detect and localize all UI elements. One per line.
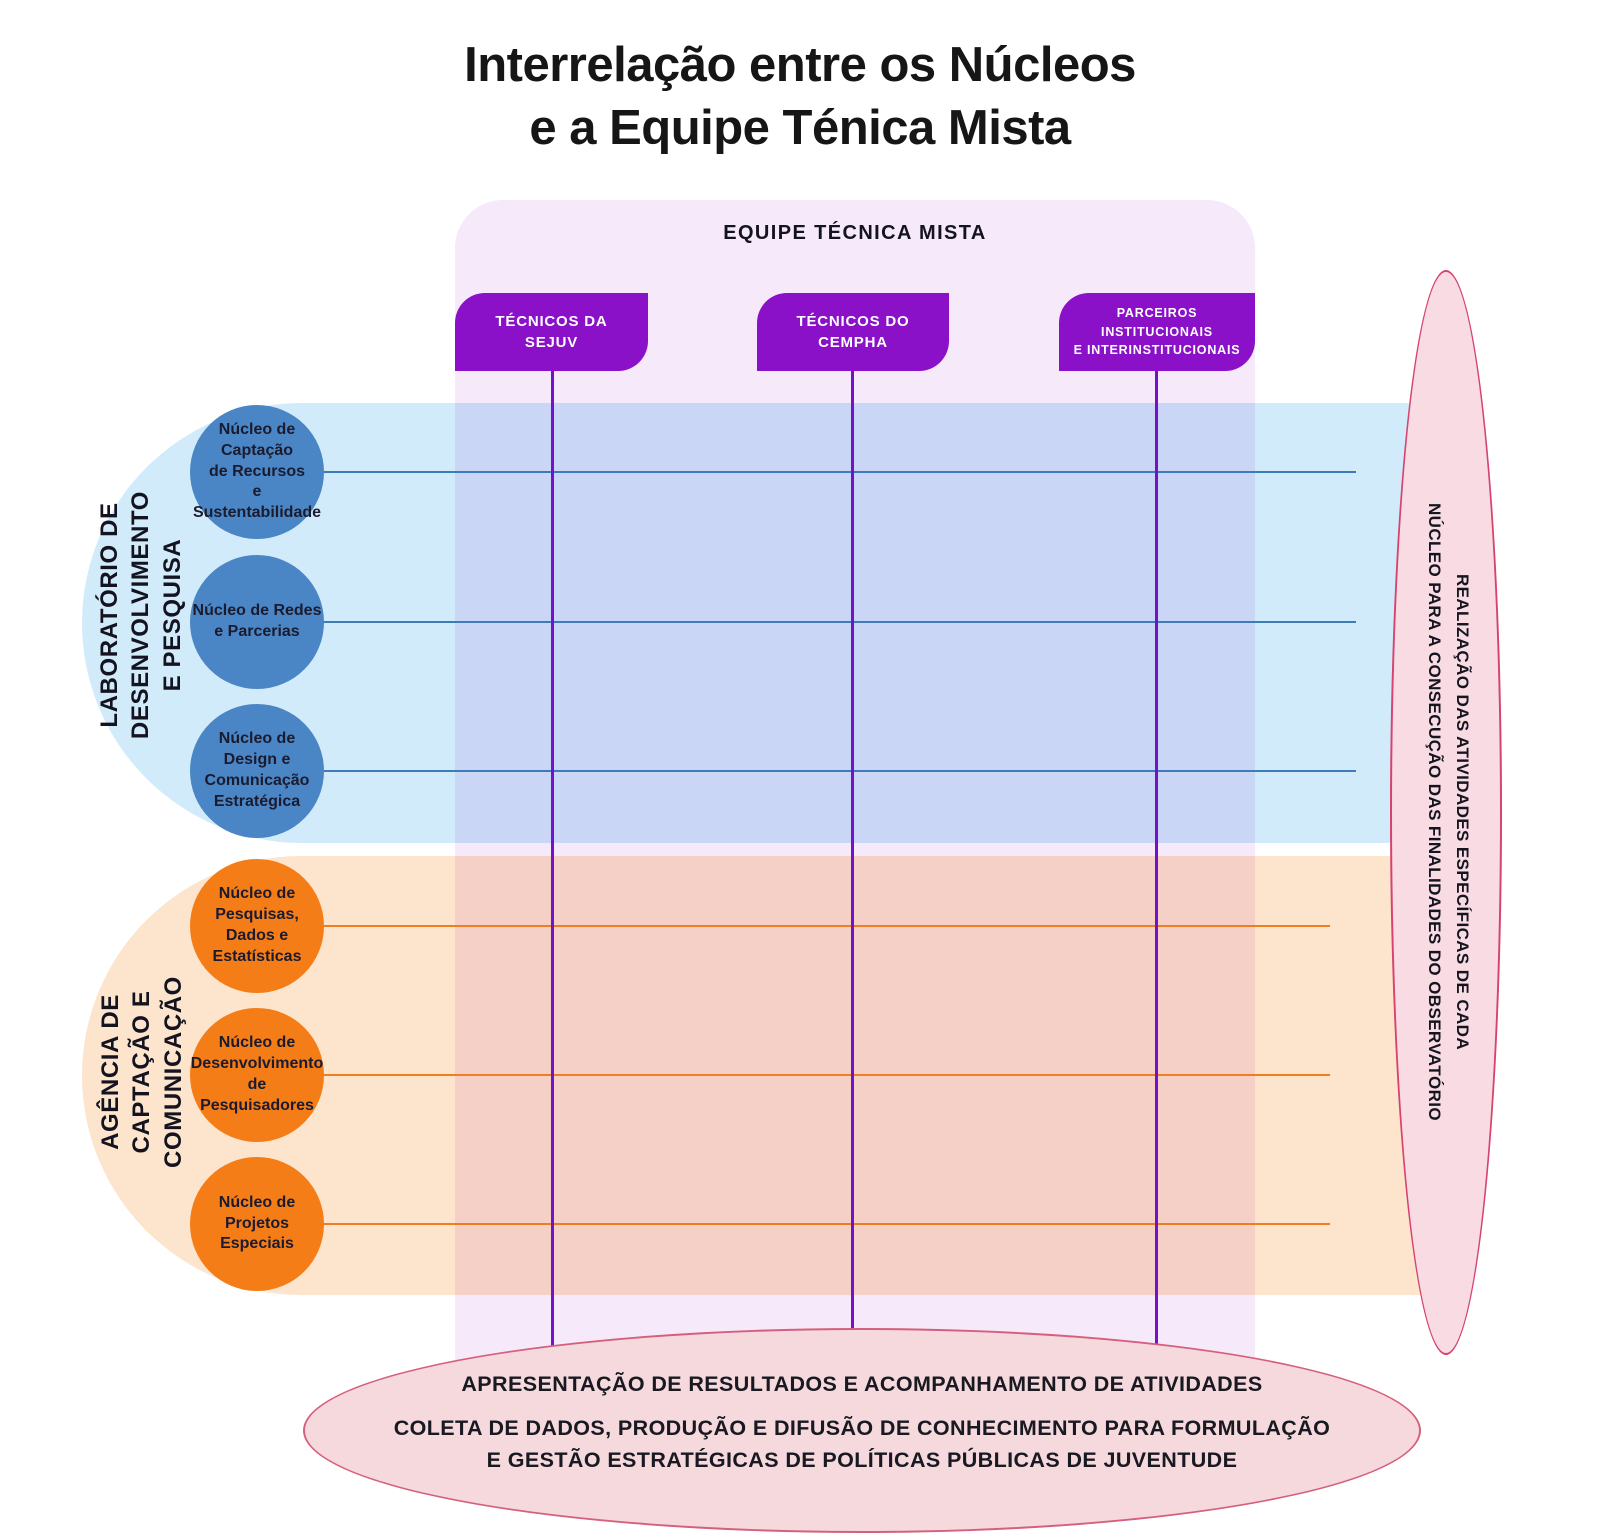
connector-vertical-cempha: [851, 371, 854, 1351]
circle-nucleo-projetos: Núcleo de Projetos Especiais: [190, 1157, 324, 1291]
realizacao-ellipse: [1390, 270, 1502, 1355]
circle-nucleo-captacao-recursos-label: Núcleo de Captação de Recursos e Sustent…: [192, 421, 322, 522]
title-line-2: e a Equipe Ténica Mista: [529, 100, 1071, 155]
resultados-ellipse-line2: COLETA DE DADOS, PRODUÇÃO E DIFUSÃO DE C…: [393, 1416, 1331, 1473]
connector-nucleo-desenvolvimento: [258, 1074, 1330, 1077]
circle-nucleo-captacao-recursos: Núcleo de Captação de Recursos e Sustent…: [190, 405, 324, 539]
circle-nucleo-redes: Núcleo de Redes e Parcerias: [190, 555, 324, 689]
box-tecnicos-sejuv-label: TÉCNICOS DA SEJUV: [495, 313, 608, 351]
circle-nucleo-design: Núcleo de Design e Comunicação Estratégi…: [190, 704, 324, 838]
circle-nucleo-design-label: Núcleo de Design e Comunicação Estratégi…: [204, 730, 310, 810]
circle-nucleo-pesquisas: Núcleo de Pesquisas, Dados e Estatística…: [190, 859, 324, 993]
realizacao-ellipse-label: REALIZAÇÃO DAS ATIVIDADES ESPECÍFICAS DE…: [1425, 502, 1472, 1122]
box-parceiros-institucionais-label: PARCEIROS INSTITUCIONAIS E INTERINSTITUC…: [1073, 305, 1241, 358]
laboratorio-label: LABORATÓRIO DE DESENVOLVIMENTO E PESQUIS…: [96, 490, 186, 740]
connector-nucleo-redes: [258, 621, 1356, 624]
box-tecnicos-sejuv: TÉCNICOS DA SEJUV: [455, 293, 648, 371]
box-tecnicos-cempha-label: TÉCNICOS DO CEMPHA: [796, 313, 910, 351]
connector-nucleo-captacao-recursos: [258, 471, 1356, 474]
agencia-label: AGÊNCIA DE CAPTAÇÃO E COMUNICAÇÃO: [97, 976, 187, 1168]
connector-vertical-sejuv: [551, 371, 554, 1351]
connector-vertical-parceiros: [1155, 371, 1158, 1351]
resultados-ellipse: APRESENTAÇÃO DE RESULTADOS E ACOMPANHAME…: [303, 1328, 1421, 1533]
box-tecnicos-cempha: TÉCNICOS DO CEMPHA: [757, 293, 949, 371]
title-line-1: Interrelação entre os Núcleos: [464, 38, 1136, 92]
equipe-header: EQUIPE TÉCNICA MISTA: [723, 222, 987, 244]
connector-nucleo-pesquisas: [258, 925, 1330, 928]
connector-nucleo-projetos: [258, 1223, 1330, 1226]
resultados-ellipse-line1: APRESENTAÇÃO DE RESULTADOS E ACOMPANHAME…: [461, 1372, 1263, 1396]
diagram-title: Interrelação entre os Núcleos e a Equipe…: [0, 34, 1600, 159]
box-parceiros-institucionais: PARCEIROS INSTITUCIONAIS E INTERINSTITUC…: [1059, 293, 1255, 371]
circle-nucleo-pesquisas-label: Núcleo de Pesquisas, Dados e Estatística…: [212, 885, 302, 965]
circle-nucleo-desenvolvimento-label: Núcleo de Desenvolvimento de Pesquisador…: [190, 1034, 324, 1114]
connector-nucleo-design: [258, 770, 1356, 773]
circle-nucleo-projetos-label: Núcleo de Projetos Especiais: [218, 1193, 296, 1253]
circle-nucleo-redes-label: Núcleo de Redes e Parcerias: [192, 602, 322, 640]
circle-nucleo-desenvolvimento: Núcleo de Desenvolvimento de Pesquisador…: [190, 1008, 324, 1142]
